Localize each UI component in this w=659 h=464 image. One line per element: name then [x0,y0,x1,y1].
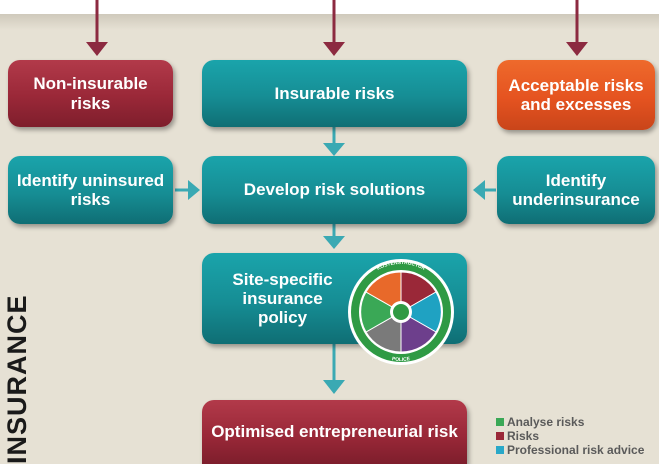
identify-under-label: Identify underinsurance [512,170,640,209]
arrow-to-acceptable [566,0,588,56]
arrow-site-to-optimised [323,344,345,394]
top-band [0,0,659,14]
identify-uninsured-box: Identify uninsured risks [8,156,173,224]
arrow-under-to-develop [473,180,496,200]
arrow-to-non-insurable [86,0,108,56]
legend-label-risks: Risks [507,429,540,443]
insurable-label: Insurable risks [274,83,395,103]
legend-swatch-advice [496,446,504,454]
legend-swatch-analyse [496,418,504,426]
insurable-risks-box: Insurable risks [202,60,467,127]
wheel-hub-center [393,304,409,320]
legend-item-advice: Professional risk advice [496,443,659,457]
arrow-insurable-to-develop [323,127,345,156]
legend: Analyse risks Risks Professional risk ad… [496,415,659,464]
insurance-side-label: INSURANCE [2,294,32,464]
wheel-segments [360,271,442,353]
wheel-bottom-text: POLICE [391,356,411,363]
non-insurable-risks-box: Non-insurable risks [8,60,173,127]
develop-risk-solutions-box: Develop risk solutions [202,156,467,224]
optimised-risk-box: Optimised entrepreneurial risk [202,400,467,464]
wheel-top-text: KOSTENSTRUCTUR [376,260,426,272]
legend-item-analyse: Analyse risks [496,415,659,429]
svg-text:KOSTENSTRUCTUR: KOSTENSTRUCTUR [376,260,426,272]
develop-label: Develop risk solutions [243,180,426,200]
acceptable-label: Acceptable risks and excesses [508,75,644,114]
identify-uninsured-label: Identify uninsured risks [16,170,165,209]
arrow-develop-to-site [323,224,345,249]
insurance-side-label-svg: INSURANCE [2,294,32,464]
optimised-label: Optimised entrepreneurial risk [211,422,458,442]
arrow-uninsured-to-develop [175,180,200,200]
svg-text:POLICE: POLICE [391,356,411,363]
identify-underinsurance-box: Identify underinsurance [497,156,655,224]
site-specific-label: Site-specific insurance policy [232,269,333,328]
arrow-to-insurable [323,0,345,56]
acceptable-risks-box: Acceptable risks and excesses [497,60,655,130]
legend-label-advice: Professional risk advice [507,443,645,457]
legend-swatch-risks [496,432,504,440]
legend-label-analyse: Analyse risks [507,415,585,429]
legend-item-risks: Risks [496,429,659,443]
top-shade [0,14,659,30]
non-insurable-label: Non-insurable risks [33,74,148,113]
